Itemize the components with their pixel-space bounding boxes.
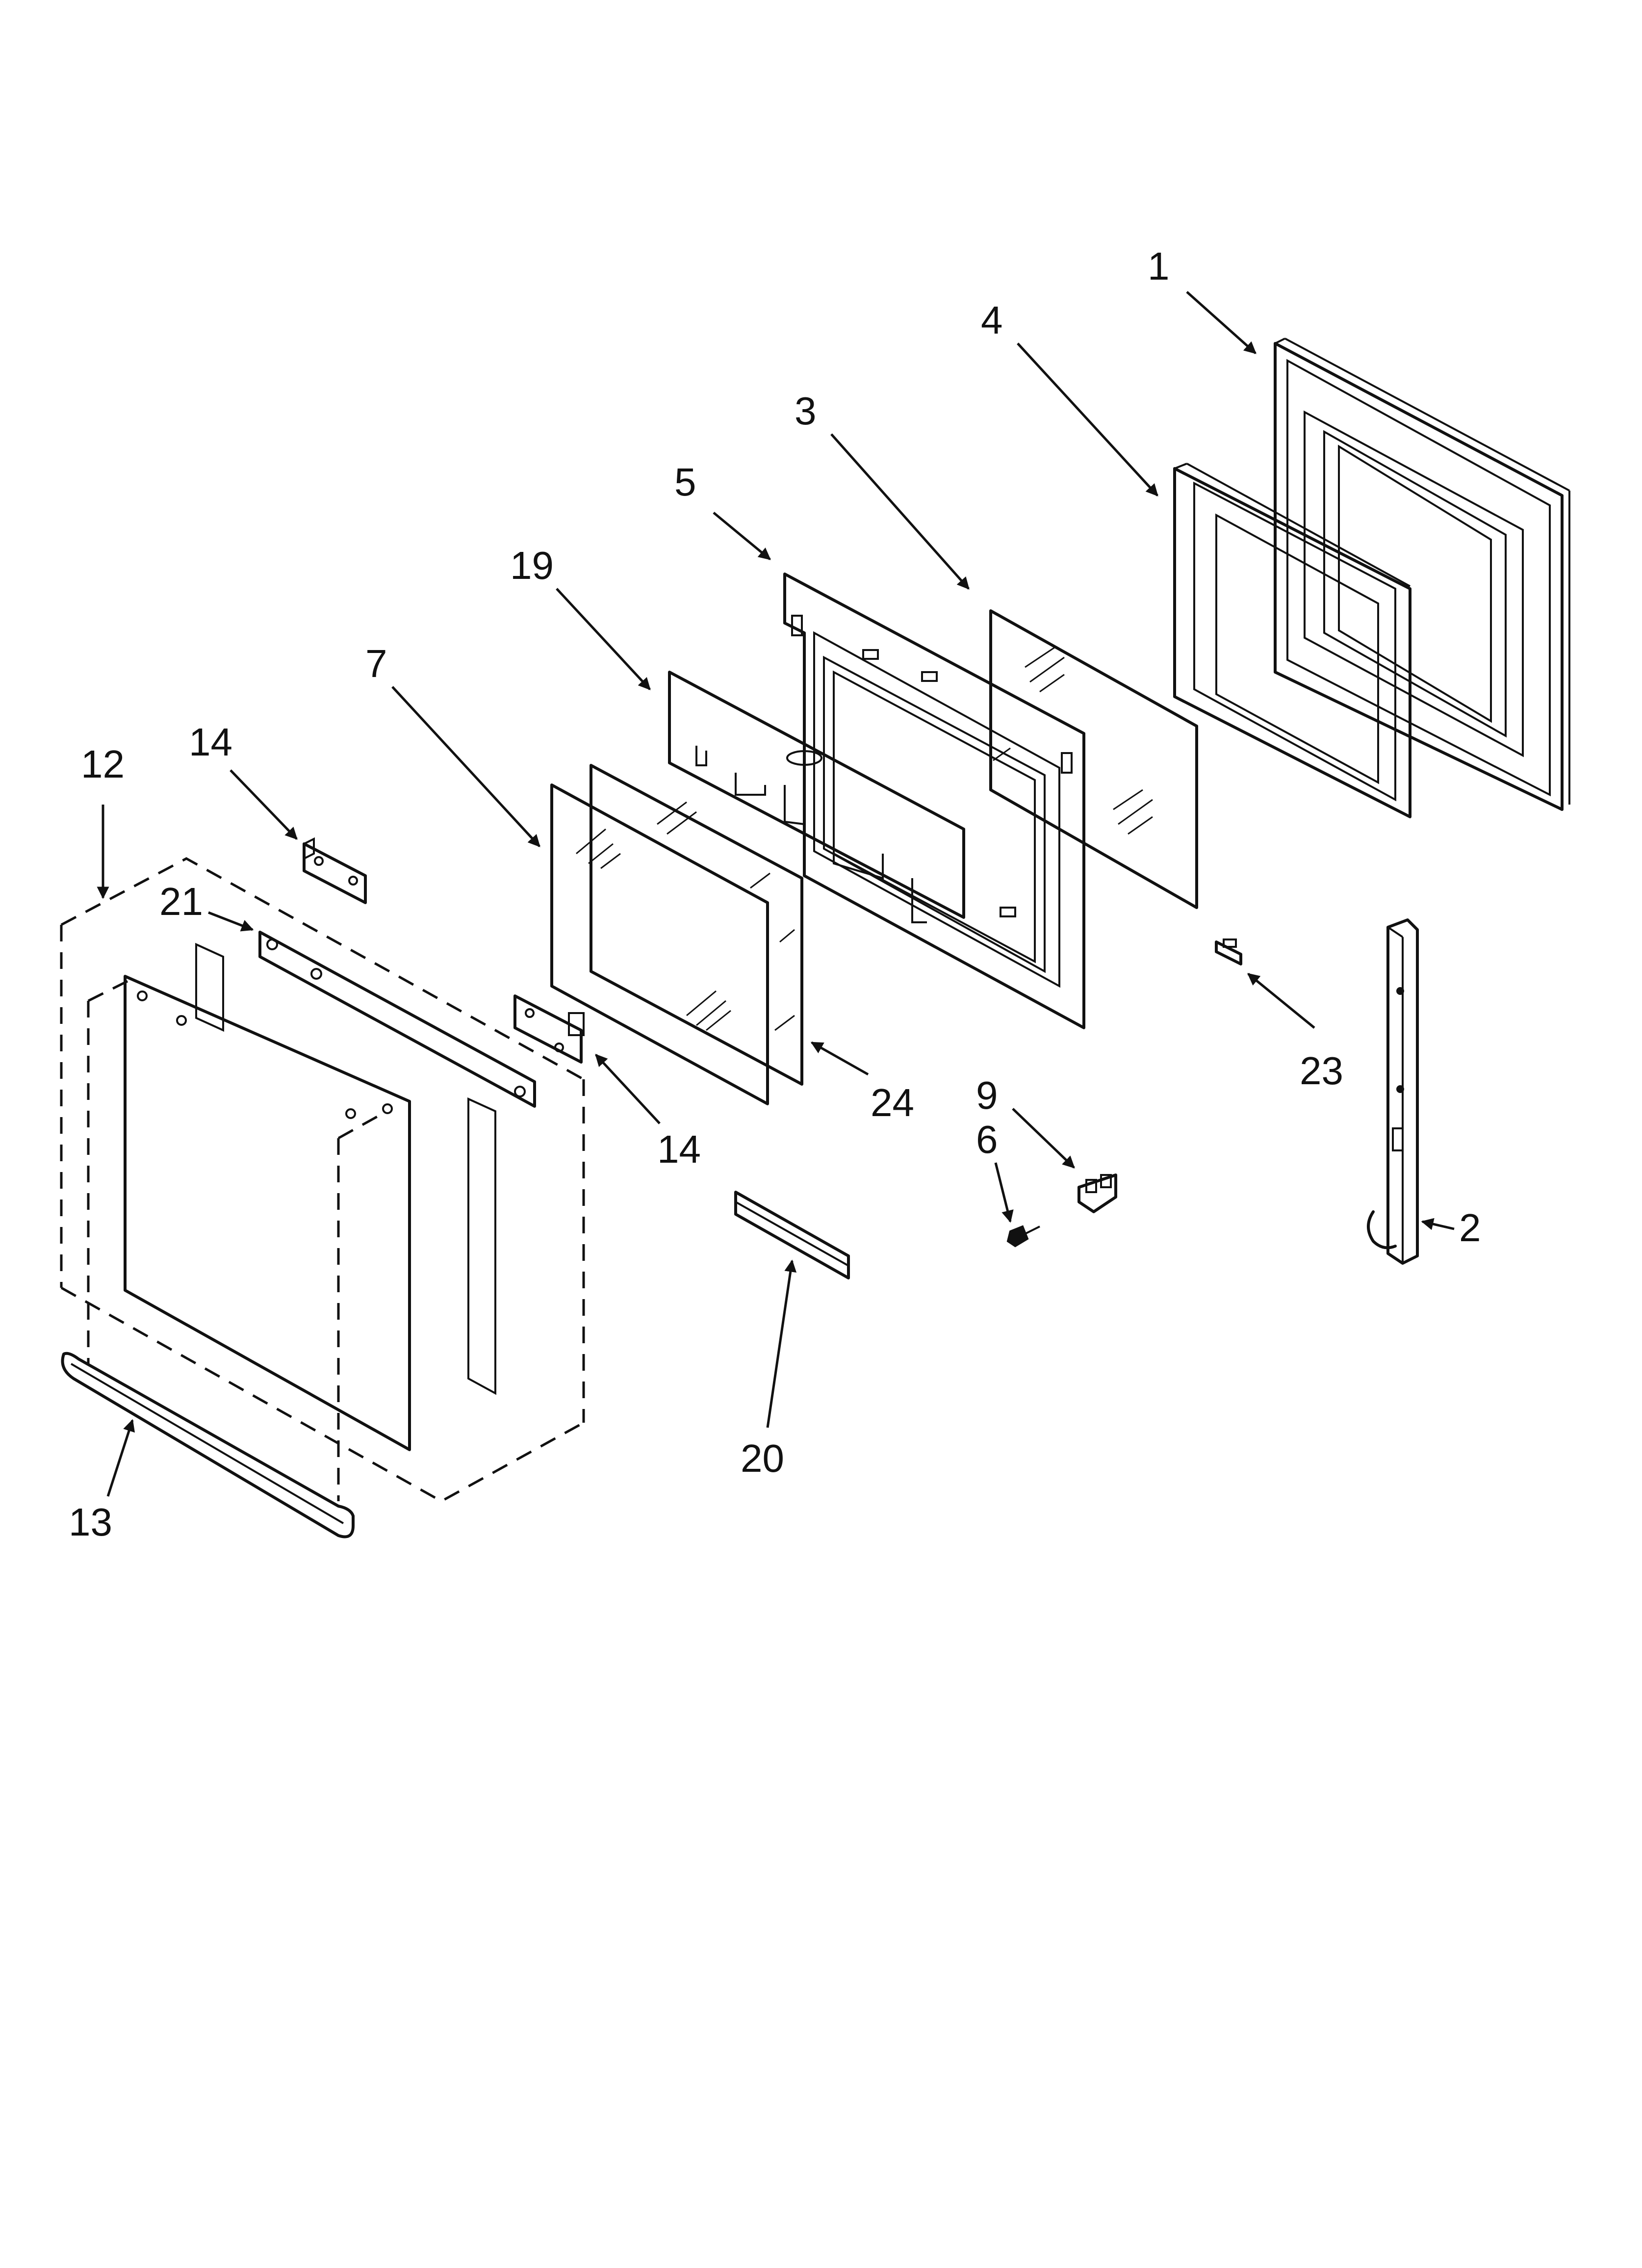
leader-19 [556,588,651,690]
part-14-bracket-lower [513,994,585,1064]
callout-2: 2 [1459,1206,1481,1250]
leader-5 [713,512,771,560]
part-12-outer-door-panel [60,857,585,1503]
leader-4 [1017,342,1158,496]
callout-4: 4 [981,298,1003,342]
leader-21 [208,911,254,932]
callout-5: 5 [674,460,696,504]
callout-21: 21 [159,880,203,923]
part-13-handle-trim [61,1352,355,1538]
leader-23 [1247,973,1315,1029]
callout-13: 13 [69,1500,112,1544]
callout-19: 19 [510,544,554,587]
leader-9 [1012,1108,1075,1169]
leader-14b [595,1054,661,1124]
callout-7: 7 [365,642,387,685]
leader-24 [810,1041,869,1076]
part-23-clip [1215,938,1242,965]
callout-1: 1 [1148,244,1170,288]
leader-6 [994,1162,1014,1223]
part-4-gasket-frame [1173,463,1411,818]
part-1-door-outer-frame [1274,338,1570,811]
leader-13 [106,1419,135,1497]
leader-1 [1186,291,1257,354]
callout-12: 12 [81,742,125,786]
part-6-screw [1006,1225,1040,1248]
part-14-bracket-upper [303,837,367,904]
part-7-outer-glass [550,783,769,1105]
callout-14-lower: 14 [657,1127,701,1171]
part-2-hinge-arm [1367,918,1419,1265]
part-3-glass-panel [989,609,1198,909]
part-24-middle-glass [590,764,803,1086]
leader-2 [1421,1218,1455,1230]
part-20-trim-strip [734,1191,850,1279]
leader-14a [230,769,298,840]
callout-14-upper: 14 [189,720,232,764]
leader-20 [766,1259,797,1428]
part-21-vent-strip [258,931,536,1108]
callout-24: 24 [871,1081,914,1124]
part-5-inner-liner [783,573,1085,1029]
callout-labels: 1 4 3 5 19 7 12 14 21 14 24 23 9 6 2 20 … [69,244,1481,1544]
callout-6: 6 [976,1118,998,1161]
callout-9: 9 [976,1073,998,1117]
callout-20: 20 [741,1436,784,1480]
leader-3 [830,433,970,590]
callout-3: 3 [795,389,817,433]
part-19-insulation-shield [668,671,965,923]
leader-7 [391,686,540,847]
callout-23: 23 [1300,1049,1343,1093]
part-9-hinge-receiver [1078,1173,1117,1213]
leader-lines [97,291,1455,1497]
